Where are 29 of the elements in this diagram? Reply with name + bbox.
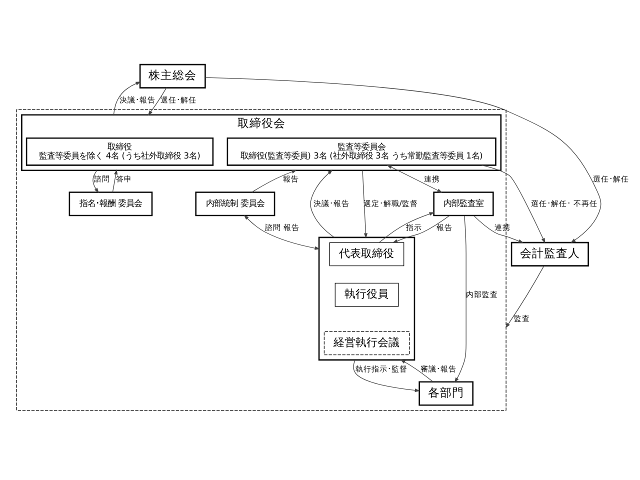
arrow: [112, 169, 118, 193]
arrow: [474, 215, 524, 243]
cluster: [318, 236, 416, 361]
arrow: [378, 212, 434, 243]
arrow: [386, 164, 442, 193]
node-box: 株主総会: [139, 64, 206, 88]
arrow: [310, 170, 335, 238]
node-box: 経営執行会議: [324, 331, 410, 356]
arrow: [506, 266, 544, 328]
node-box: 各部門: [418, 381, 474, 406]
node-box: 代表取締役: [329, 242, 404, 266]
arrow: [252, 170, 297, 193]
arrow: [454, 215, 466, 383]
arrow: [400, 359, 434, 382]
node-box: 監査等委員会 取締役(監査等委員) 3名 (社外取締役 3名 うち常勤監査等委員 1名): [226, 137, 496, 166]
arrow: [353, 360, 420, 392]
node-box: 取締役 監査等委員を除く 4名 (うち社外取締役 3名): [26, 137, 214, 166]
arrow: [481, 164, 546, 244]
arrow: [205, 77, 602, 243]
arrow: [392, 215, 450, 243]
node-box: 内部統制 委員会: [195, 192, 276, 216]
arrow: [244, 214, 320, 250]
node-box: 内部監査室: [433, 192, 494, 216]
arrow: [148, 88, 167, 116]
arrow: [92, 170, 99, 194]
node-box: 指名･報酬 委員会: [68, 192, 153, 216]
node-box: 会計監査人: [510, 242, 589, 266]
arrow: [113, 82, 141, 116]
node-box: 執行役員: [334, 282, 399, 307]
